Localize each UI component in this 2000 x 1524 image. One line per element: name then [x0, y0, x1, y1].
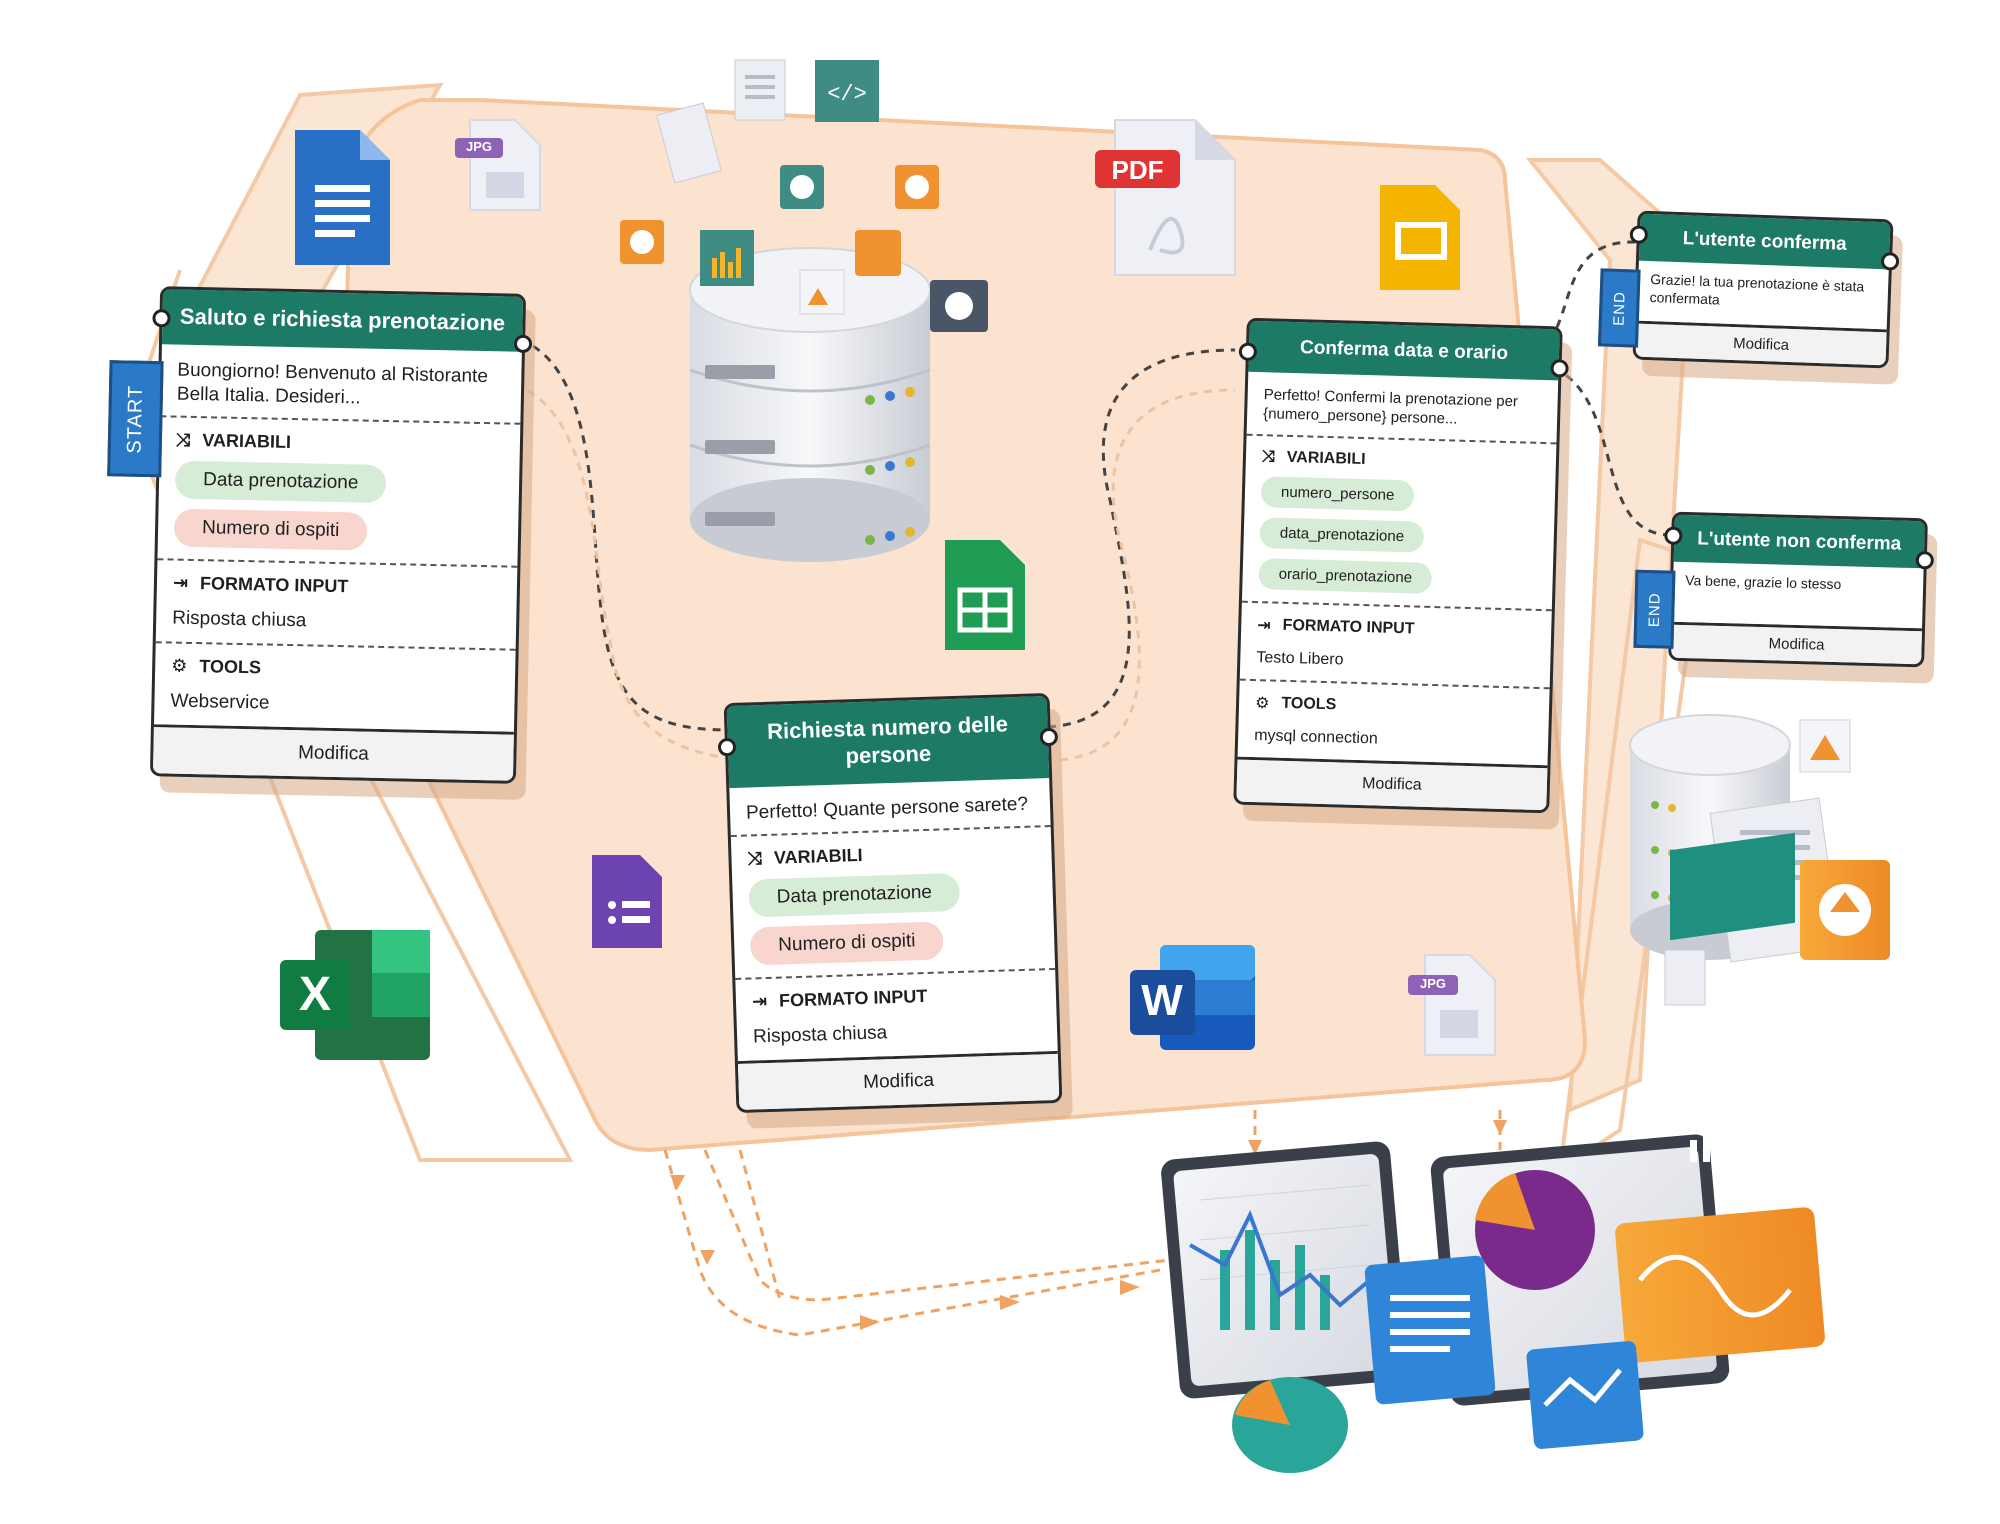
section-label: FORMATO INPUT	[778, 986, 928, 1012]
variable-chip[interactable]: data_prenotazione	[1259, 516, 1425, 553]
modifica-button[interactable]: Modifica	[1236, 756, 1548, 810]
excel-letter: X	[299, 968, 331, 1021]
jpg-file-icon	[455, 119, 541, 211]
tools-value: mysql connection	[1253, 726, 1379, 748]
word-icon: W	[1130, 945, 1255, 1050]
end-tag-label: END	[1610, 290, 1629, 326]
shuffle-icon: ⤨	[175, 429, 191, 451]
input-icon: ⇥	[172, 572, 189, 594]
pdf-badge-label: PDF	[1111, 155, 1164, 185]
input-icon: ⇥	[751, 991, 768, 1012]
database-icon	[689, 247, 931, 562]
node-message: Va bene, grazie lo stesso	[1684, 572, 1842, 593]
code-tile-label: </>	[827, 82, 867, 107]
node-title: L'utente non conferma	[1673, 514, 1925, 569]
modifica-button[interactable]: Modifica	[737, 1051, 1060, 1111]
node-richiesta-persone[interactable]: Richiesta numero delle persone Perfetto!…	[717, 692, 1063, 1114]
modifica-button[interactable]: Modifica	[1671, 621, 1923, 665]
analytics-dashboard	[1161, 832, 1825, 1473]
jpg-badge-label-2: JPG	[1419, 976, 1446, 991]
section-label: FORMATO INPUT	[199, 573, 349, 597]
formato-value: Risposta chiusa	[172, 607, 307, 632]
node-end-conferma[interactable]: END L'utente conferma Grazie! la tua pre…	[1597, 210, 1900, 369]
gear-icon: ⚙	[171, 655, 188, 677]
jpg-file-icon-2	[1408, 954, 1496, 1056]
section-label: TOOLS	[199, 656, 262, 678]
node-saluto[interactable]: START Saluto e richiesta prenotazione Bu…	[107, 286, 533, 785]
gear-icon: ⚙	[1254, 694, 1270, 713]
end-tag: END	[1633, 569, 1676, 649]
variable-chip[interactable]: orario_prenotazione	[1258, 557, 1433, 594]
node-message: Grazie! la tua prenotazione è stata conf…	[1649, 271, 1865, 308]
section-label: TOOLS	[1281, 694, 1337, 713]
start-tag: START	[107, 360, 164, 478]
formato-input-section: ⇥ FORMATO INPUT Risposta chiusa	[735, 970, 1057, 1061]
node-title: Conferma data e orario	[1248, 320, 1560, 381]
variable-chip[interactable]: Data prenotazione	[174, 460, 387, 504]
node-message: Buongiorno! Benvenuto al Ristorante Bell…	[160, 344, 522, 426]
node-message: Perfetto! Confermi la prenotazione per {…	[1246, 371, 1559, 445]
variabili-section: ⤨ VARIABILI numero_persone data_prenotazi…	[1241, 435, 1557, 611]
pdf-file-icon	[1095, 119, 1236, 276]
node-end-non-conferma[interactable]: END L'utente non conferma Va bene, grazi…	[1633, 511, 1935, 668]
node-title: Saluto e richiesta prenotazione	[161, 289, 524, 352]
formato-value: Testo Libero	[1256, 648, 1344, 669]
section-label: FORMATO INPUT	[1282, 616, 1415, 638]
floating-file-tiles: </>	[620, 59, 988, 332]
end-tag-label: END	[1645, 591, 1664, 627]
variable-chip[interactable]: Numero di ospiti	[749, 921, 945, 966]
formato-input-section: ⇥ FORMATO INPUT Testo Libero	[1239, 602, 1552, 689]
word-letter: W	[1141, 976, 1183, 1025]
variabili-section: ⤨ VARIABILI Data prenotazione Numero di o…	[157, 417, 521, 569]
tools-value: Webservice	[170, 690, 270, 714]
google-docs-icon	[295, 130, 390, 265]
shuffle-icon: ⤨	[1261, 447, 1276, 466]
node-title: Richiesta numero delle persone	[726, 696, 1050, 788]
tools-section: ⚙ TOOLS mysql connection	[1238, 680, 1550, 765]
section-label: VARIABILI	[1286, 448, 1366, 468]
shuffle-icon: ⤨	[747, 848, 763, 869]
section-label: VARIABILI	[202, 430, 292, 453]
variable-chip[interactable]: Numero di ospiti	[173, 508, 368, 551]
arrow-heads	[670, 1120, 1507, 1330]
tools-section: ⚙ TOOLS Webservice	[154, 644, 516, 733]
google-forms-icon	[592, 855, 662, 948]
google-sheets-icon	[945, 540, 1025, 650]
formato-input-section: ⇥ FORMATO INPUT Risposta chiusa	[155, 560, 518, 652]
google-slides-icon	[1380, 185, 1460, 290]
variabili-section: ⤨ VARIABILI Data prenotazione Numero di o…	[730, 827, 1056, 981]
end-tag: END	[1597, 268, 1641, 348]
variable-chip[interactable]: numero_persone	[1260, 475, 1415, 512]
modifica-button[interactable]: Modifica	[152, 724, 514, 782]
flow-connectors	[504, 240, 1669, 732]
node-conferma[interactable]: Conferma data e orario Perfetto! Conferm…	[1233, 317, 1569, 813]
section-label: VARIABILI	[773, 845, 863, 869]
variable-chip[interactable]: Data prenotazione	[748, 873, 961, 918]
start-tag-label: START	[123, 384, 147, 454]
formato-value: Risposta chiusa	[752, 1022, 888, 1048]
excel-icon: X	[280, 930, 430, 1060]
modifica-button[interactable]: Modifica	[1635, 320, 1887, 366]
jpg-badge-label: JPG	[465, 139, 492, 154]
input-icon: ⇥	[1257, 616, 1271, 635]
